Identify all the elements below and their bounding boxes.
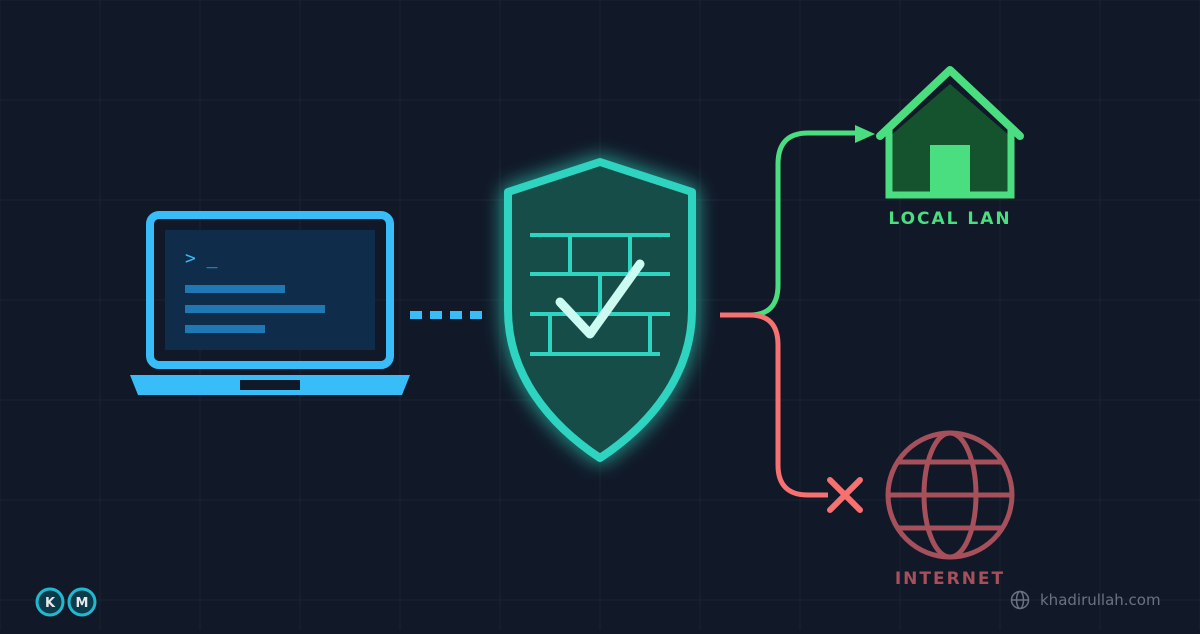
logo-ring-left <box>35 587 65 617</box>
screen-line-2 <box>185 305 325 313</box>
connection-dash <box>450 311 462 319</box>
terminal-prompt: > _ <box>185 248 218 269</box>
km-logo: K M <box>35 587 97 617</box>
arrow-right-icon <box>855 125 875 143</box>
blocked-route-line <box>720 312 828 498</box>
local-lan-label: LOCAL LAN <box>888 209 1012 229</box>
screen-line-1 <box>185 285 285 293</box>
connection-dash <box>410 311 422 319</box>
laptop-connection <box>410 311 482 319</box>
home-icon <box>876 66 1024 199</box>
house-roof <box>876 66 1024 140</box>
footer-site: khadirullah.com <box>1010 590 1161 610</box>
brick-wall-icon <box>530 233 670 356</box>
connection-dash <box>430 311 442 319</box>
allowed-route-line <box>720 130 858 318</box>
x-mark-icon <box>827 477 863 513</box>
house-door <box>930 145 970 195</box>
laptop-trackpad-slot <box>240 380 300 390</box>
check-icon <box>555 259 645 339</box>
globe-icon <box>885 430 1015 560</box>
site-url: khadirullah.com <box>1040 591 1161 609</box>
connection-dash <box>470 311 482 319</box>
logo-letter-k: K <box>45 596 56 611</box>
laptop-bezel <box>146 211 394 369</box>
internet-label: INTERNET <box>894 569 1006 589</box>
shield-firewall-icon <box>504 158 696 462</box>
logo-ring-right <box>67 587 97 617</box>
laptop-icon <box>130 211 410 395</box>
globe-outline-icon <box>1010 590 1030 610</box>
house-body <box>889 84 1011 195</box>
logo-letter-m: M <box>76 596 89 611</box>
screen-line-3 <box>185 325 265 333</box>
